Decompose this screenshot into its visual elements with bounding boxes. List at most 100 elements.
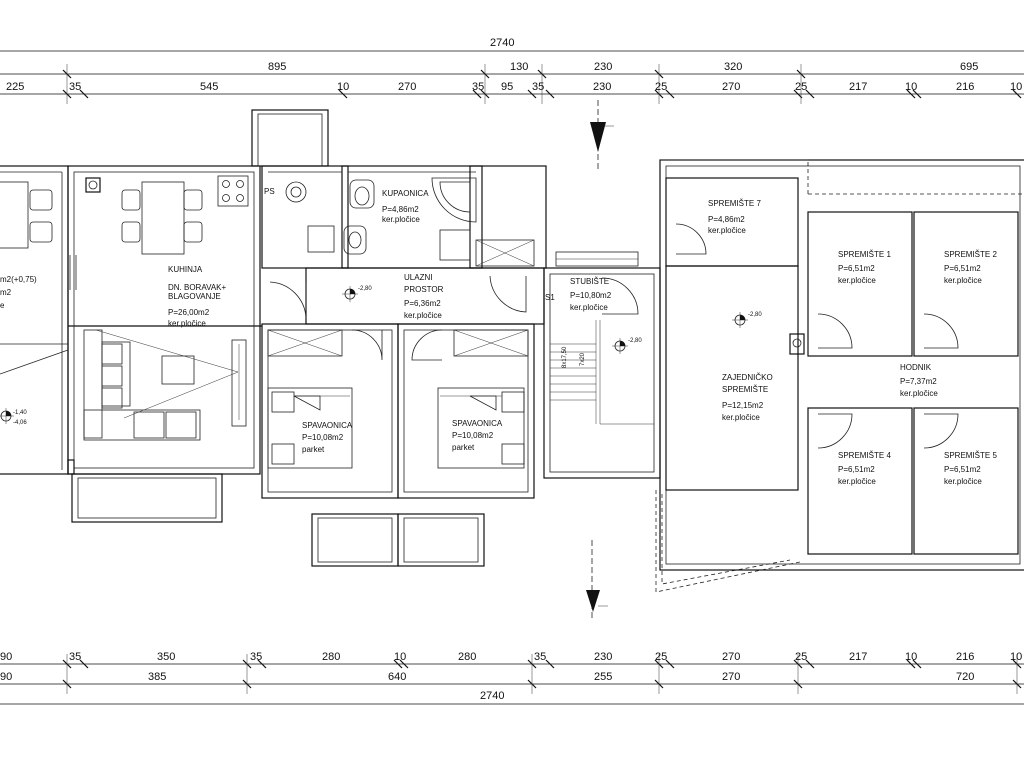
- storage2-finish: ker.pločice: [944, 276, 982, 285]
- storage5-name: SPREMIŠTE 5: [944, 451, 997, 460]
- dim-top-r2-11: 25: [795, 81, 807, 93]
- bedroom1-finish: parket: [302, 445, 325, 454]
- elev-storage: -2,80: [748, 312, 762, 318]
- bed-1: [267, 387, 353, 469]
- storage4-finish: ker.pločice: [838, 477, 876, 486]
- storage4-area: P=6,51m2: [838, 465, 875, 474]
- dim-bot-r1-14: 216: [956, 651, 974, 663]
- shared-storage-name-2: SPREMIŠTE: [722, 385, 768, 394]
- dim-bot-r2-1: 385: [148, 671, 166, 683]
- doors: [269, 223, 959, 449]
- kitchen-name-1: KUHINJA: [168, 265, 203, 274]
- elev-entry: -2,80: [358, 286, 372, 292]
- dim-top-r2-5: 35: [472, 81, 484, 93]
- bottom-dimensions: 90 35 350 35 280 10 280 35 230 25 270 25…: [0, 651, 1024, 705]
- stairs-finish: ker.pločice: [570, 303, 608, 312]
- bedroom2-name: SPAVAONICA: [452, 419, 503, 428]
- entry-name-2: PROSTOR: [404, 285, 444, 294]
- storage2-name: SPREMIŠTE 2: [944, 250, 997, 259]
- dim-top-r2-12: 217: [849, 81, 867, 93]
- dim-bot-r1-13: 10: [905, 651, 917, 663]
- kitchen-area: P=26,00m2: [168, 308, 210, 317]
- dim-bot-r1-5: 10: [394, 651, 406, 663]
- storage2-area: P=6,51m2: [944, 264, 981, 273]
- level-marker-icon: [0, 408, 14, 424]
- section-arrow-top-icon: [590, 122, 606, 152]
- dim-top-r2-1: 35: [69, 81, 81, 93]
- hallway-area: P=7,37m2: [900, 377, 937, 386]
- bathroom-finish: ker.pločice: [382, 215, 420, 224]
- dim-top-r2-2: 545: [200, 81, 218, 93]
- storage1-finish: ker.pločice: [838, 276, 876, 285]
- left-room-area: m2(+0,75): [0, 275, 37, 284]
- dim-top-r2-10: 270: [722, 81, 740, 93]
- dim-bot-r1-4: 280: [322, 651, 340, 663]
- bed-2: [437, 387, 525, 469]
- dim-bot-r1-11: 25: [795, 651, 807, 663]
- stairs-area: P=10,80m2: [570, 291, 612, 300]
- bedroom1-area: P=10,08m2: [302, 433, 344, 442]
- section-label: S1: [545, 293, 555, 302]
- hallway-name: HODNIK: [900, 363, 932, 372]
- dim-bot-r1-1: 35: [69, 651, 81, 663]
- level-marker-icon: [612, 338, 628, 354]
- top-dimensions: 2740: [0, 37, 1024, 104]
- level-marker-icon: [732, 312, 748, 328]
- furniture: [0, 175, 477, 441]
- dim-bot-r1-7: 35: [534, 651, 546, 663]
- dim-top-r2-8: 230: [593, 81, 611, 93]
- ps-label: PS: [264, 187, 275, 196]
- dim-bot-r1-12: 217: [849, 651, 867, 663]
- left-room-line3: e: [0, 301, 5, 310]
- dim-top-r1-3: 320: [724, 61, 742, 73]
- stairs-flight-label-2: 7x20: [580, 352, 586, 366]
- hallway-finish: ker.pločice: [900, 389, 938, 398]
- dim-bot-r2-5: 720: [956, 671, 974, 683]
- shared-storage-finish: ker.pločice: [722, 413, 760, 422]
- left-room-line2: m2: [0, 288, 12, 297]
- dim-top-r2-9: 25: [655, 81, 667, 93]
- storage5-finish: ker.pločice: [944, 477, 982, 486]
- wardrobe-2: [453, 329, 529, 357]
- dim-top-r2-0: 225: [6, 81, 24, 93]
- dim-bottom-total: 2740: [480, 690, 504, 702]
- shared-storage-name-1: ZAJEDNIČKO: [722, 373, 773, 382]
- dim-bot-r1-6: 280: [458, 651, 476, 663]
- shaft: [0, 333, 805, 475]
- dim-bot-r2-3: 255: [594, 671, 612, 683]
- dim-top-r2-4: 270: [398, 81, 416, 93]
- dim-bot-r1-3: 35: [250, 651, 262, 663]
- storage7-name: SPREMIŠTE 7: [708, 199, 761, 208]
- dim-bot-r1-2: 350: [157, 651, 175, 663]
- dim-bot-r1-0: 90: [0, 651, 12, 663]
- dim-top-r1-2: 230: [594, 61, 612, 73]
- bedroom2-area: P=10,08m2: [452, 431, 494, 440]
- dim-bot-r1-8: 230: [594, 651, 612, 663]
- section-markers: [586, 100, 614, 620]
- storage4-name: SPREMIŠTE 4: [838, 451, 891, 460]
- kitchen-name-2: DN. BORAVAK+: [168, 283, 226, 292]
- dim-top-r2-13: 10: [905, 81, 917, 93]
- level-marker-icon: [342, 286, 358, 302]
- kitchen-finish: ker.pločice: [168, 319, 206, 328]
- dim-top-r1-0: 895: [268, 61, 286, 73]
- elev-a: -1,40: [13, 410, 27, 416]
- stairs-flight-label: 8x17,50: [562, 346, 568, 368]
- storage7-area: P=4,86m2: [708, 215, 745, 224]
- room-labels: m2(+0,75) m2 e KUHINJA DN. BORAVAK+ BLAG…: [0, 187, 997, 486]
- level-markers: -1,40 -4,06 -2,80 -2,80 -2,80: [0, 286, 762, 426]
- storage7-finish: ker.pločice: [708, 226, 746, 235]
- stairs-name: STUBIŠTE: [570, 277, 609, 286]
- storage5-area: P=6,51m2: [944, 465, 981, 474]
- entry-area: P=6,36m2: [404, 299, 441, 308]
- entry-name-1: ULAZNI: [404, 273, 432, 282]
- bedroom1-name: SPAVAONICA: [302, 421, 353, 430]
- entry-finish: ker.pločice: [404, 311, 442, 320]
- dim-bot-r1-9: 25: [655, 651, 667, 663]
- storage1-name: SPREMIŠTE 1: [838, 250, 891, 259]
- elev-stairs: -2,80: [628, 338, 642, 344]
- dim-bot-r2-0: 90: [0, 671, 12, 683]
- dim-bot-r1-15: 10: [1010, 651, 1022, 663]
- dim-top-r2-15: 10: [1010, 81, 1022, 93]
- section-arrow-bottom-icon: [586, 590, 600, 612]
